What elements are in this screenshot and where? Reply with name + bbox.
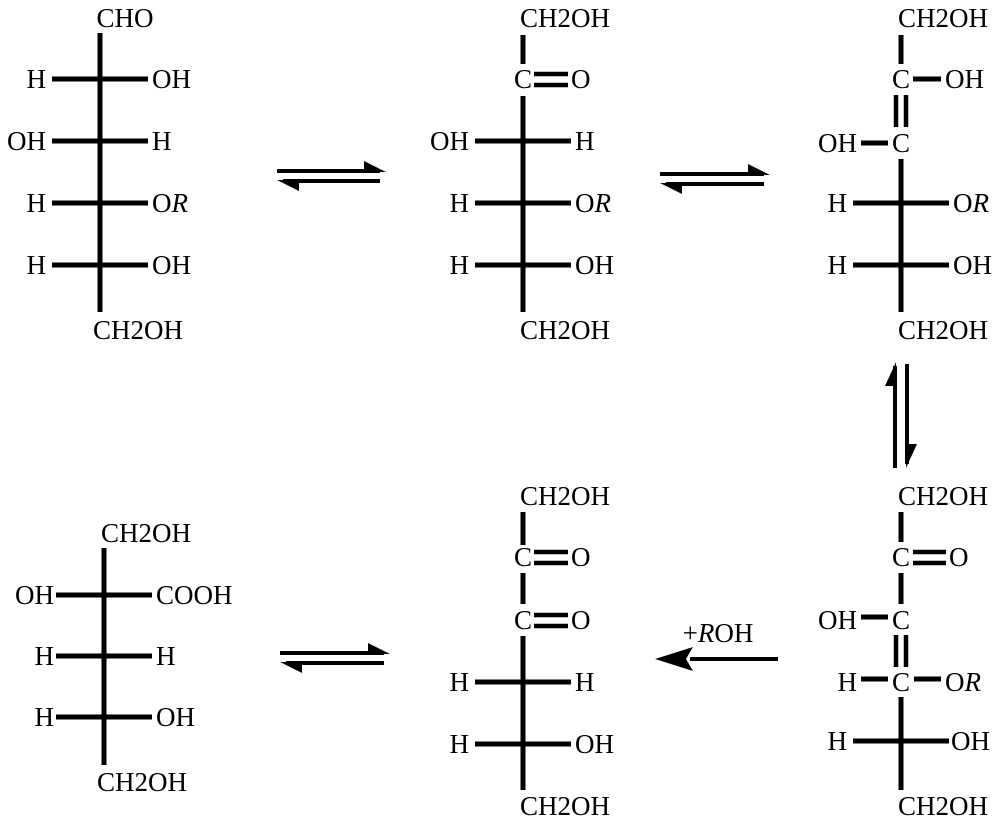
enediol-carbon-1-label: C	[892, 64, 910, 94]
stereocenter-row: OH H	[430, 126, 595, 156]
arrows: +ROH	[277, 161, 917, 673]
forward-arrowhead-icon	[748, 164, 770, 175]
enediol-hydroxyl-1-label: OH	[945, 64, 984, 94]
top-group-label: CH2OH	[520, 481, 610, 511]
right-substituent-label: OH	[575, 250, 614, 280]
forward-arrowhead-icon	[368, 643, 390, 654]
right-substituent-label: OR	[575, 188, 612, 218]
right-substituent-label: H	[575, 667, 595, 697]
enol-carbon-1-label: C	[892, 605, 910, 635]
reagent-label: +ROH	[683, 618, 754, 648]
left-substituent-label: H	[35, 641, 55, 671]
top-group-label: CH2OH	[520, 3, 610, 33]
bottom-group-label: CH2OH	[898, 791, 988, 821]
left-substituent-label: H	[450, 667, 470, 697]
enol-hydroxyl-label: OH	[818, 605, 857, 635]
up-arrowhead-icon	[885, 362, 896, 386]
right-substituent-label: OR	[152, 188, 189, 218]
equilibrium-arrow-5	[280, 643, 390, 673]
carbonyl-oxygen-label: O	[571, 542, 591, 572]
left-arrowhead-icon	[655, 647, 693, 671]
down-arrowhead-icon	[906, 444, 917, 468]
left-substituent-label: OH	[7, 126, 46, 156]
stereocenter-row: H OH	[27, 250, 192, 280]
stereocenter-row: H OH	[450, 250, 615, 280]
left-substituent-label: H	[27, 250, 47, 280]
top-group-label: CHO	[96, 3, 153, 33]
top-group-label: CH2OH	[101, 518, 191, 548]
left-substituent-label: H	[828, 188, 848, 218]
stereocenter-row: OH COOH	[15, 580, 233, 610]
stereocenter-row: OH H	[7, 126, 172, 156]
carbonyl-oxygen-label: O	[571, 605, 591, 635]
enediol-carbon-2-label: C	[892, 128, 910, 158]
bottom-group-label: CH2OH	[898, 315, 988, 345]
stereocenter-row: H OR	[828, 188, 990, 218]
right-substituent-label: H	[152, 126, 172, 156]
right-substituent-label: OH	[953, 250, 992, 280]
equilibrium-arrow-vertical	[885, 362, 917, 468]
structure-ketose-fischer: CH2OH C O OH H H OR H OH CH2OH	[430, 3, 614, 345]
stereocenter-row: H OH	[27, 64, 192, 94]
enol-hydrogen-label: H	[838, 667, 858, 697]
structure-enediol-fischer: CH2OH C OH C OH H OR H OH CH2OH	[818, 3, 992, 345]
enol-carbon-2-label: C	[892, 667, 910, 697]
carbonyl-oxygen-label: O	[949, 542, 969, 572]
stereocenter-row: H OH	[828, 726, 991, 756]
carbonyl-oxygen-label: O	[571, 64, 591, 94]
left-substituent-label: H	[828, 250, 848, 280]
right-substituent-label: OH	[152, 64, 191, 94]
left-substituent-label: OH	[15, 580, 54, 610]
bottom-group-label: CH2OH	[520, 791, 610, 821]
left-substituent-label: H	[450, 250, 470, 280]
left-substituent-label: H	[450, 188, 470, 218]
carbonyl-carbon-label: C	[892, 542, 910, 572]
stereocenter-row: H OR	[450, 188, 612, 218]
left-substituent-label: H	[27, 64, 47, 94]
bottom-group-label: CH2OH	[93, 315, 183, 345]
enediol-hydroxyl-2-label: OH	[818, 128, 857, 158]
forward-arrowhead-icon	[364, 161, 386, 172]
bottom-group-label: CH2OH	[520, 315, 610, 345]
stereocenter-row: H OH	[35, 702, 196, 732]
reverse-arrowhead-icon	[277, 180, 299, 191]
bottom-group-label: CH2OH	[97, 767, 187, 797]
reverse-arrowhead-icon	[280, 662, 302, 673]
structure-aldose-fischer: CHO H OH OH H H OR H OH CH2OH	[7, 3, 191, 345]
left-substituent-label: H	[828, 726, 848, 756]
stereocenter-row: H OH	[450, 729, 615, 759]
equilibrium-arrow-1	[277, 161, 386, 191]
right-substituent-label: H	[575, 126, 595, 156]
left-substituent-label: OH	[430, 126, 469, 156]
stereocenter-row: H OR	[27, 188, 189, 218]
carbonyl-carbon-label: C	[514, 605, 532, 635]
stereocenter-row: H OH	[828, 250, 993, 280]
top-group-label: CH2OH	[898, 3, 988, 33]
right-substituent-label: OH	[951, 726, 990, 756]
top-group-label: CH2OH	[898, 481, 988, 511]
right-substituent-label: OH	[156, 702, 195, 732]
reverse-arrowhead-icon	[660, 183, 682, 194]
left-substituent-label: H	[450, 729, 470, 759]
right-substituent-label: OR	[953, 188, 990, 218]
right-substituent-label: COOH	[156, 580, 233, 610]
structure-enol-ketone-fischer: CH2OH C O C OH C H OR H OH CH2OH	[818, 481, 990, 821]
left-substituent-label: H	[27, 188, 47, 218]
carbonyl-carbon-label: C	[514, 542, 532, 572]
enol-ether-label: OR	[945, 667, 982, 697]
carbonyl-carbon-label: C	[514, 64, 532, 94]
forward-arrow-roh: +ROH	[655, 618, 778, 671]
right-substituent-label: OH	[152, 250, 191, 280]
equilibrium-arrow-2	[660, 164, 770, 194]
right-substituent-label: H	[156, 641, 176, 671]
right-substituent-label: OH	[575, 729, 614, 759]
left-substituent-label: H	[35, 702, 55, 732]
